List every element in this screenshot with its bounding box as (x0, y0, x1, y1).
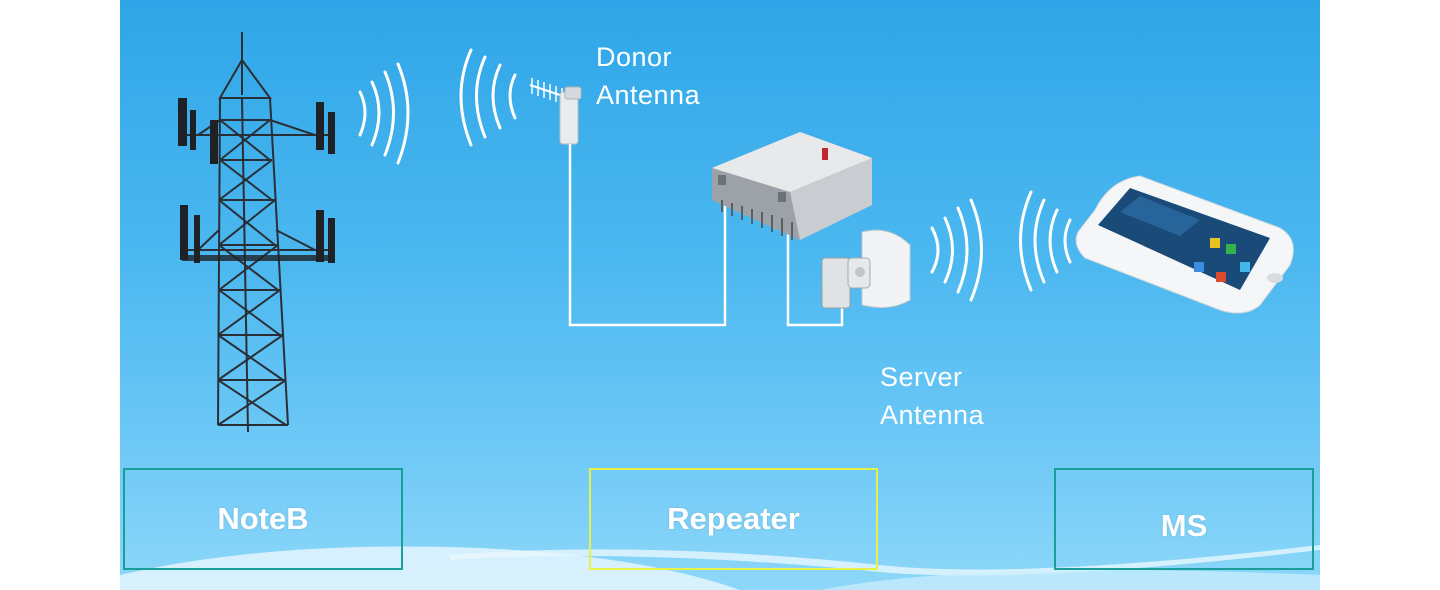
signal-waves-icon (930, 198, 983, 302)
panel-antenna-icon (821, 229, 911, 309)
tower-panels (178, 98, 335, 263)
repeater-label: Repeater (667, 501, 800, 536)
donor-antenna-label-line1: Donor (596, 42, 673, 72)
diagram-slide: Donor Antenna Server Antenna NoteB Repea… (120, 0, 1320, 590)
server-antenna-label: Server Antenna (880, 358, 984, 434)
signal-waves-icon (358, 62, 410, 165)
wave-decoration-left (120, 546, 740, 590)
nodeb-label: NoteB (217, 501, 309, 536)
yagi-antenna-icon (529, 78, 582, 145)
server-antenna-label-line2: Antenna (880, 400, 985, 430)
coax-cable (568, 144, 844, 327)
repeater-unit-icon (712, 132, 872, 240)
server-antenna-label-line1: Server (880, 362, 963, 392)
signal-waves-icon (459, 48, 517, 147)
ms-box: MS (1054, 468, 1314, 570)
donor-antenna-label: Donor Antenna (596, 38, 700, 114)
nodeb-box: NoteB (123, 468, 403, 570)
wave-decoration-bottom (820, 570, 1320, 590)
signal-waves-icon (1019, 190, 1072, 292)
cell-tower-icon (182, 32, 332, 433)
wave-decoration-right (450, 545, 1320, 576)
repeater-box: Repeater (589, 468, 878, 570)
diagram-graphics (120, 32, 1320, 590)
smartphone-icon (1075, 175, 1294, 314)
donor-antenna-label-line2: Antenna (596, 80, 701, 110)
ms-label: MS (1160, 508, 1208, 543)
